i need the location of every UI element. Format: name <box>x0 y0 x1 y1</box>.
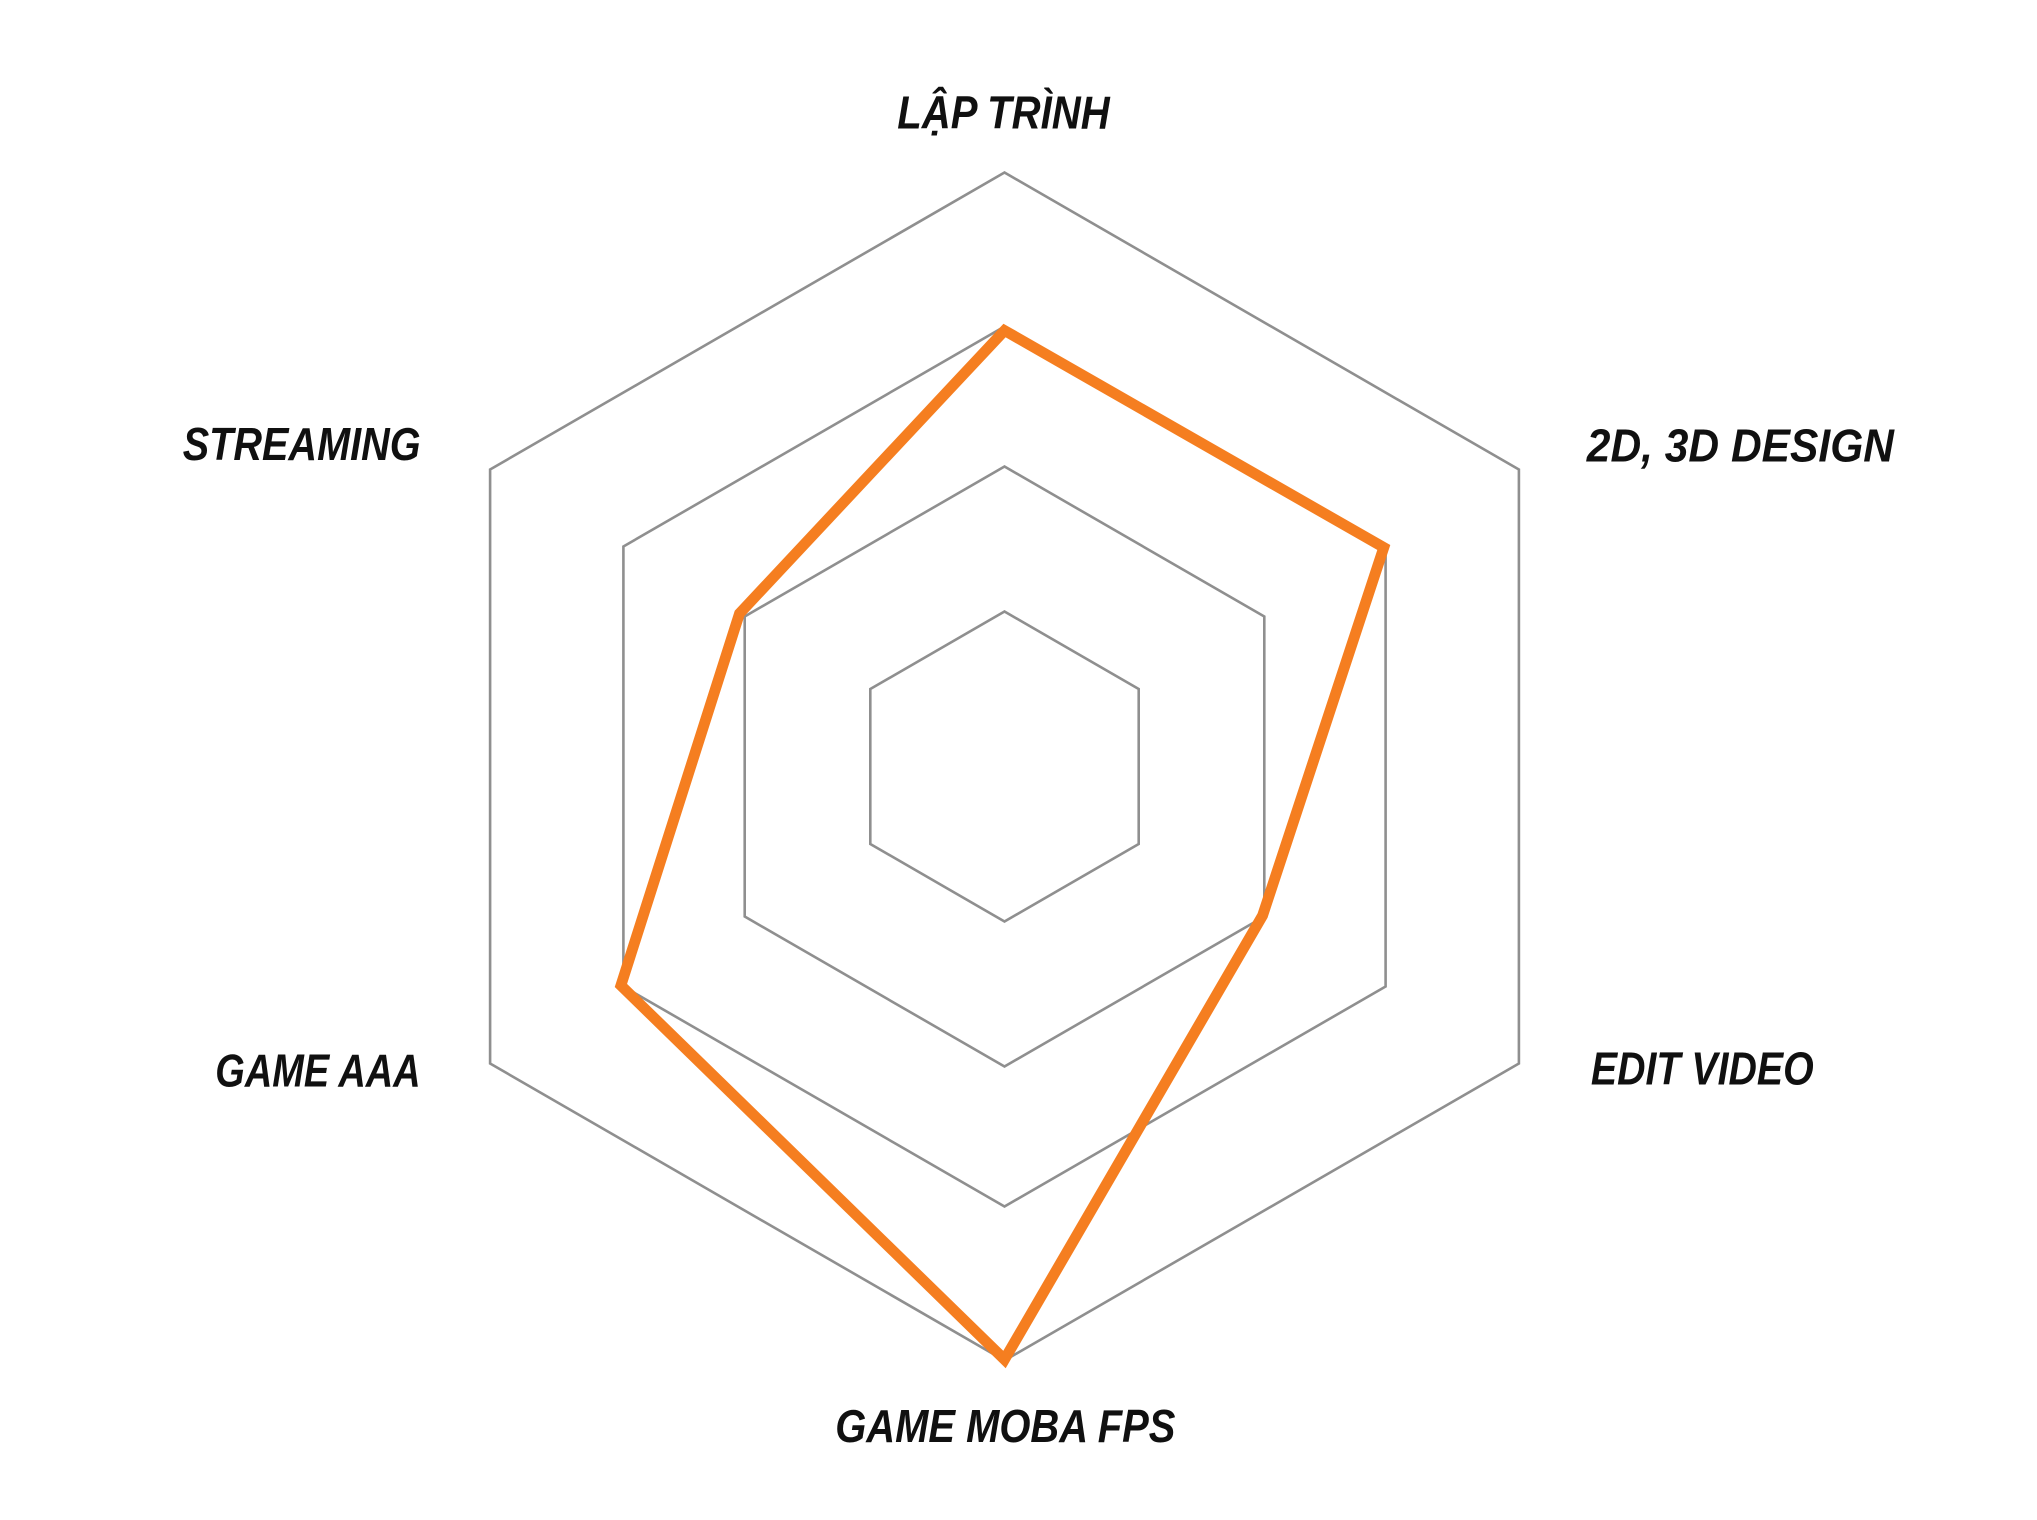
svg-text:LẬP TRÌNH: LẬP TRÌNH <box>897 87 1110 139</box>
svg-text:STREAMING: STREAMING <box>183 418 421 470</box>
svg-text:2D, 3D DESIGN: 2D, 3D DESIGN <box>1586 419 1895 471</box>
svg-text:GAME MOBA FPS: GAME MOBA FPS <box>835 1400 1175 1452</box>
svg-text:EDIT VIDEO: EDIT VIDEO <box>1591 1042 1814 1094</box>
svg-text:GAME AAA: GAME AAA <box>215 1044 420 1096</box>
